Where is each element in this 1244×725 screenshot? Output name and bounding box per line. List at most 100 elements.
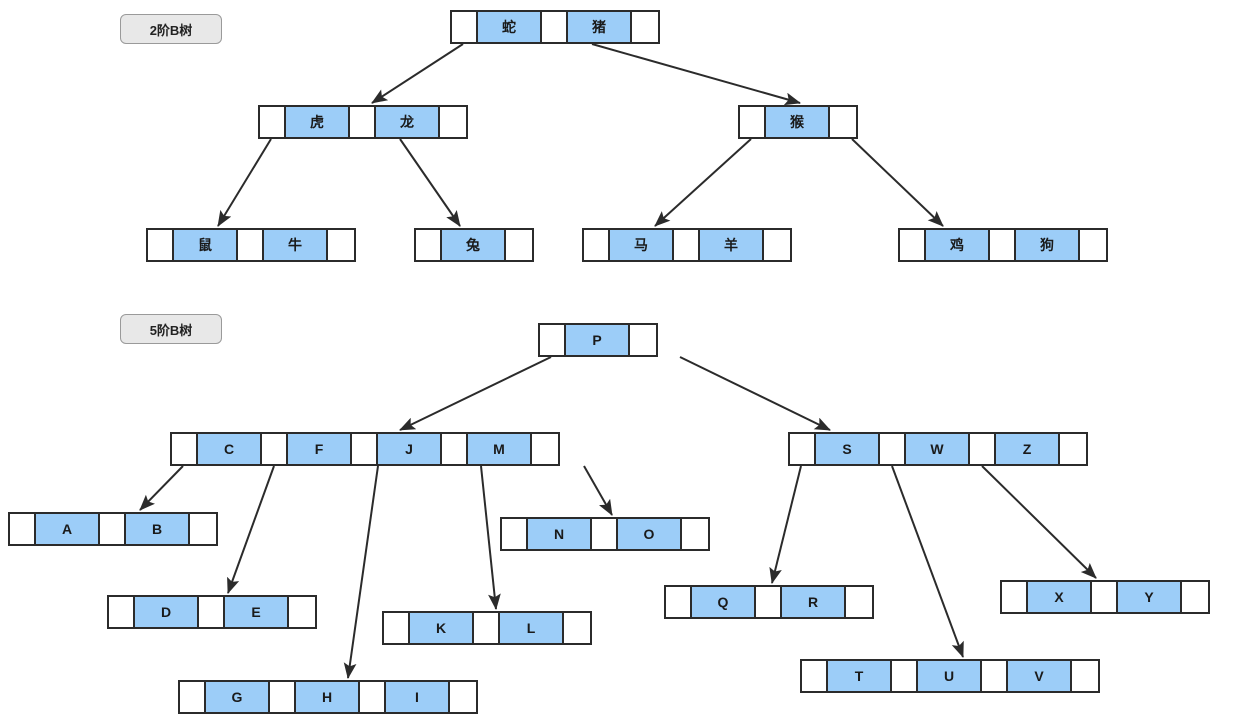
btree-pointer-cell [756,587,782,617]
btree-pointer-cell [830,107,856,137]
btree-key-cell: Z [996,434,1060,464]
btree-edge [891,465,964,658]
btree-pointer-cell [352,434,378,464]
btree-pointer-cell [1072,661,1098,691]
btree-pointer-cell [740,107,766,137]
btree-edge [851,138,944,227]
btree-key-cell: M [468,434,532,464]
btree-key-cell: N [528,519,592,549]
btree-pointer-cell [100,514,126,544]
btree-pointer-cell [802,661,828,691]
btree-edge [399,138,461,227]
btree-pointer-cell [450,682,476,712]
btree-pointer-cell [270,682,296,712]
btree-pointer-cell [990,230,1016,260]
btree-pointer-cell [238,230,264,260]
btree-key-cell: P [566,325,630,355]
btree-pointer-cell [384,613,410,643]
btree-pointer-cell [172,434,198,464]
btree-key-cell: J [378,434,442,464]
btree-pointer-cell [982,661,1008,691]
btree-edge [139,465,184,511]
btree-key-cell: 猴 [766,107,830,137]
btree-pointer-cell [880,434,906,464]
btree-pointer-cell [592,519,618,549]
btree-node: 虎龙 [258,105,468,139]
section-label-tree2: 2阶B树 [120,14,222,44]
btree-pointer-cell [10,514,36,544]
btree-key-cell: 羊 [700,230,764,260]
btree-pointer-cell [109,597,135,627]
btree-key-cell: D [135,597,199,627]
btree-node: 鼠牛 [146,228,356,262]
btree-pointer-cell [180,682,206,712]
btree-pointer-cell [360,682,386,712]
btree-pointer-cell [674,230,700,260]
btree-edge [654,138,752,227]
btree-key-cell: K [410,613,474,643]
btree-edge [981,465,1097,579]
btree-edge [591,43,801,106]
btree-key-cell: 兔 [442,230,506,260]
btree-node: 鸡狗 [898,228,1108,262]
btree-key-cell: G [206,682,270,712]
btree-edge [583,465,613,516]
btree-pointer-cell [630,325,656,355]
btree-key-cell: R [782,587,846,617]
btree-key-cell: X [1028,582,1092,612]
btree-edge [480,465,501,610]
btree-key-cell: 狗 [1016,230,1080,260]
btree-key-cell: C [198,434,262,464]
btree-edge [769,465,802,584]
btree-key-cell: B [126,514,190,544]
btree-edge [679,356,831,431]
btree-pointer-cell [790,434,816,464]
btree-pointer-cell [532,434,558,464]
btree-pointer-cell [289,597,315,627]
btree-key-cell: 龙 [376,107,440,137]
btree-pointer-cell [328,230,354,260]
btree-key-cell: H [296,682,360,712]
btree-pointer-cell [666,587,692,617]
btree-edge [227,465,275,594]
btree-key-cell: W [906,434,970,464]
btree-pointer-cell [262,434,288,464]
btree-pointer-cell [350,107,376,137]
btree-node: 猴 [738,105,858,139]
btree-pointer-cell [564,613,590,643]
btree-key-cell: 虎 [286,107,350,137]
btree-key-cell: 猪 [568,12,632,42]
btree-pointer-cell [970,434,996,464]
btree-node: 马羊 [582,228,792,262]
btree-key-cell: O [618,519,682,549]
btree-pointer-cell [502,519,528,549]
btree-node: 兔 [414,228,534,262]
btree-pointer-cell [260,107,286,137]
btree-key-cell: S [816,434,880,464]
btree-pointer-cell [1060,434,1086,464]
btree-key-cell: T [828,661,892,691]
btree-pointer-cell [1002,582,1028,612]
btree-key-cell: F [288,434,352,464]
btree-pointer-cell [199,597,225,627]
btree-pointer-cell [584,230,610,260]
btree-pointer-cell [452,12,478,42]
btree-edge [399,356,552,431]
btree-key-cell: Q [692,587,756,617]
btree-key-cell: 牛 [264,230,328,260]
btree-key-cell: 鸡 [926,230,990,260]
btree-pointer-cell [632,12,658,42]
btree-edge [371,43,464,104]
btree-pointer-cell [506,230,532,260]
btree-pointer-cell [892,661,918,691]
btree-pointer-cell [190,514,216,544]
btree-key-cell: 鼠 [174,230,238,260]
